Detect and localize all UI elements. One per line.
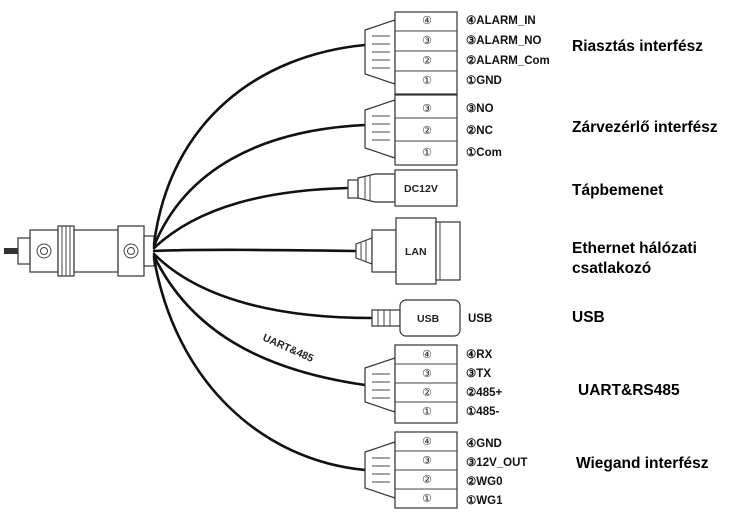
power-connector-label: DC12V <box>404 183 438 195</box>
alarm-pin-alarm-in: ④ALARM_IN <box>466 14 536 27</box>
main-plug <box>4 225 155 277</box>
alarm-terminal-block: ④ ③ ② ① ④ALARM_IN ③ALARM_NO ②ALARM_Com ①… <box>364 11 550 95</box>
uart-num-2: ② <box>422 386 432 399</box>
uart-pin-485-plus: ②485+ <box>466 386 502 399</box>
wiegand-interface-label: Wiegand interfész <box>576 455 709 472</box>
power-connector: DC12V <box>347 169 458 207</box>
usb-side-label: USB <box>468 313 492 325</box>
lock-pin-nc: ②NC <box>466 124 493 137</box>
lock-num-2: ② <box>422 124 432 137</box>
alarm-pin-alarm-no: ③ALARM_NO <box>466 34 542 47</box>
ethernet-label-line2: csatlakozó <box>572 260 651 277</box>
alarm-num-1: ① <box>422 74 432 87</box>
cables: UART&485 <box>152 43 374 472</box>
wiegand-pin-12v-out: ③12V_OUT <box>466 456 527 469</box>
lock-terminal-block: ③ ② ① ③NO ②NC ①Com <box>364 94 502 166</box>
uart-interface-label: UART&RS485 <box>578 382 680 399</box>
alarm-num-4: ④ <box>422 14 432 27</box>
cable-alarm <box>152 43 367 246</box>
alarm-num-3: ③ <box>422 34 432 47</box>
cable-lan <box>152 248 358 253</box>
uart-pin-tx: ③TX <box>466 367 491 380</box>
wiegand-num-2: ② <box>422 473 432 486</box>
usb-connector-label: USB <box>417 313 440 325</box>
alarm-interface-label: Riasztás interfész <box>572 38 703 55</box>
wiegand-num-3: ③ <box>422 454 432 467</box>
cable-usb <box>152 252 374 320</box>
lock-pin-com: ①Com <box>466 146 502 159</box>
uart-pin-rx: ④RX <box>466 348 493 361</box>
uart-num-3: ③ <box>422 367 432 380</box>
cable-lock <box>152 123 367 248</box>
uart-terminal-block: ④ ③ ② ① ④RX ③TX ②485+ ①485- <box>364 344 502 424</box>
lan-connector: LAN <box>355 217 461 285</box>
wiegand-pin-wg1: ①WG1 <box>466 494 503 507</box>
uart-num-1: ① <box>422 405 432 418</box>
lock-num-3: ③ <box>422 102 432 115</box>
usb-interface-label: USB <box>572 309 605 326</box>
wiegand-terminal-block: ④ ③ ② ① ④GND ③12V_OUT ②WG0 ①WG1 <box>364 431 527 509</box>
lock-pin-no: ③NO <box>466 102 494 115</box>
wiegand-pin-gnd: ④GND <box>466 437 502 450</box>
cable-power <box>152 186 350 250</box>
cable-uart <box>152 254 367 387</box>
wiegand-pin-wg0: ②WG0 <box>466 475 503 488</box>
alarm-num-2: ② <box>422 54 432 67</box>
wiegand-num-1: ① <box>422 492 432 505</box>
ethernet-label-line1: Ethernet hálózati <box>572 240 697 257</box>
usb-connector: USB USB <box>371 299 492 337</box>
lock-num-1: ① <box>422 146 432 159</box>
lan-connector-label: LAN <box>405 246 427 258</box>
wiegand-num-4: ④ <box>422 435 432 448</box>
alarm-pin-gnd: ①GND <box>466 74 502 87</box>
alarm-pin-alarm-com: ②ALARM_Com <box>466 54 550 67</box>
uart-pin-485-minus: ①485- <box>466 405 499 418</box>
power-input-label: Tápbemenet <box>572 182 663 199</box>
lock-interface-label: Zárvezérlő interfész <box>572 119 718 136</box>
uart-num-4: ④ <box>422 348 432 361</box>
cable-wiegand <box>152 256 367 472</box>
